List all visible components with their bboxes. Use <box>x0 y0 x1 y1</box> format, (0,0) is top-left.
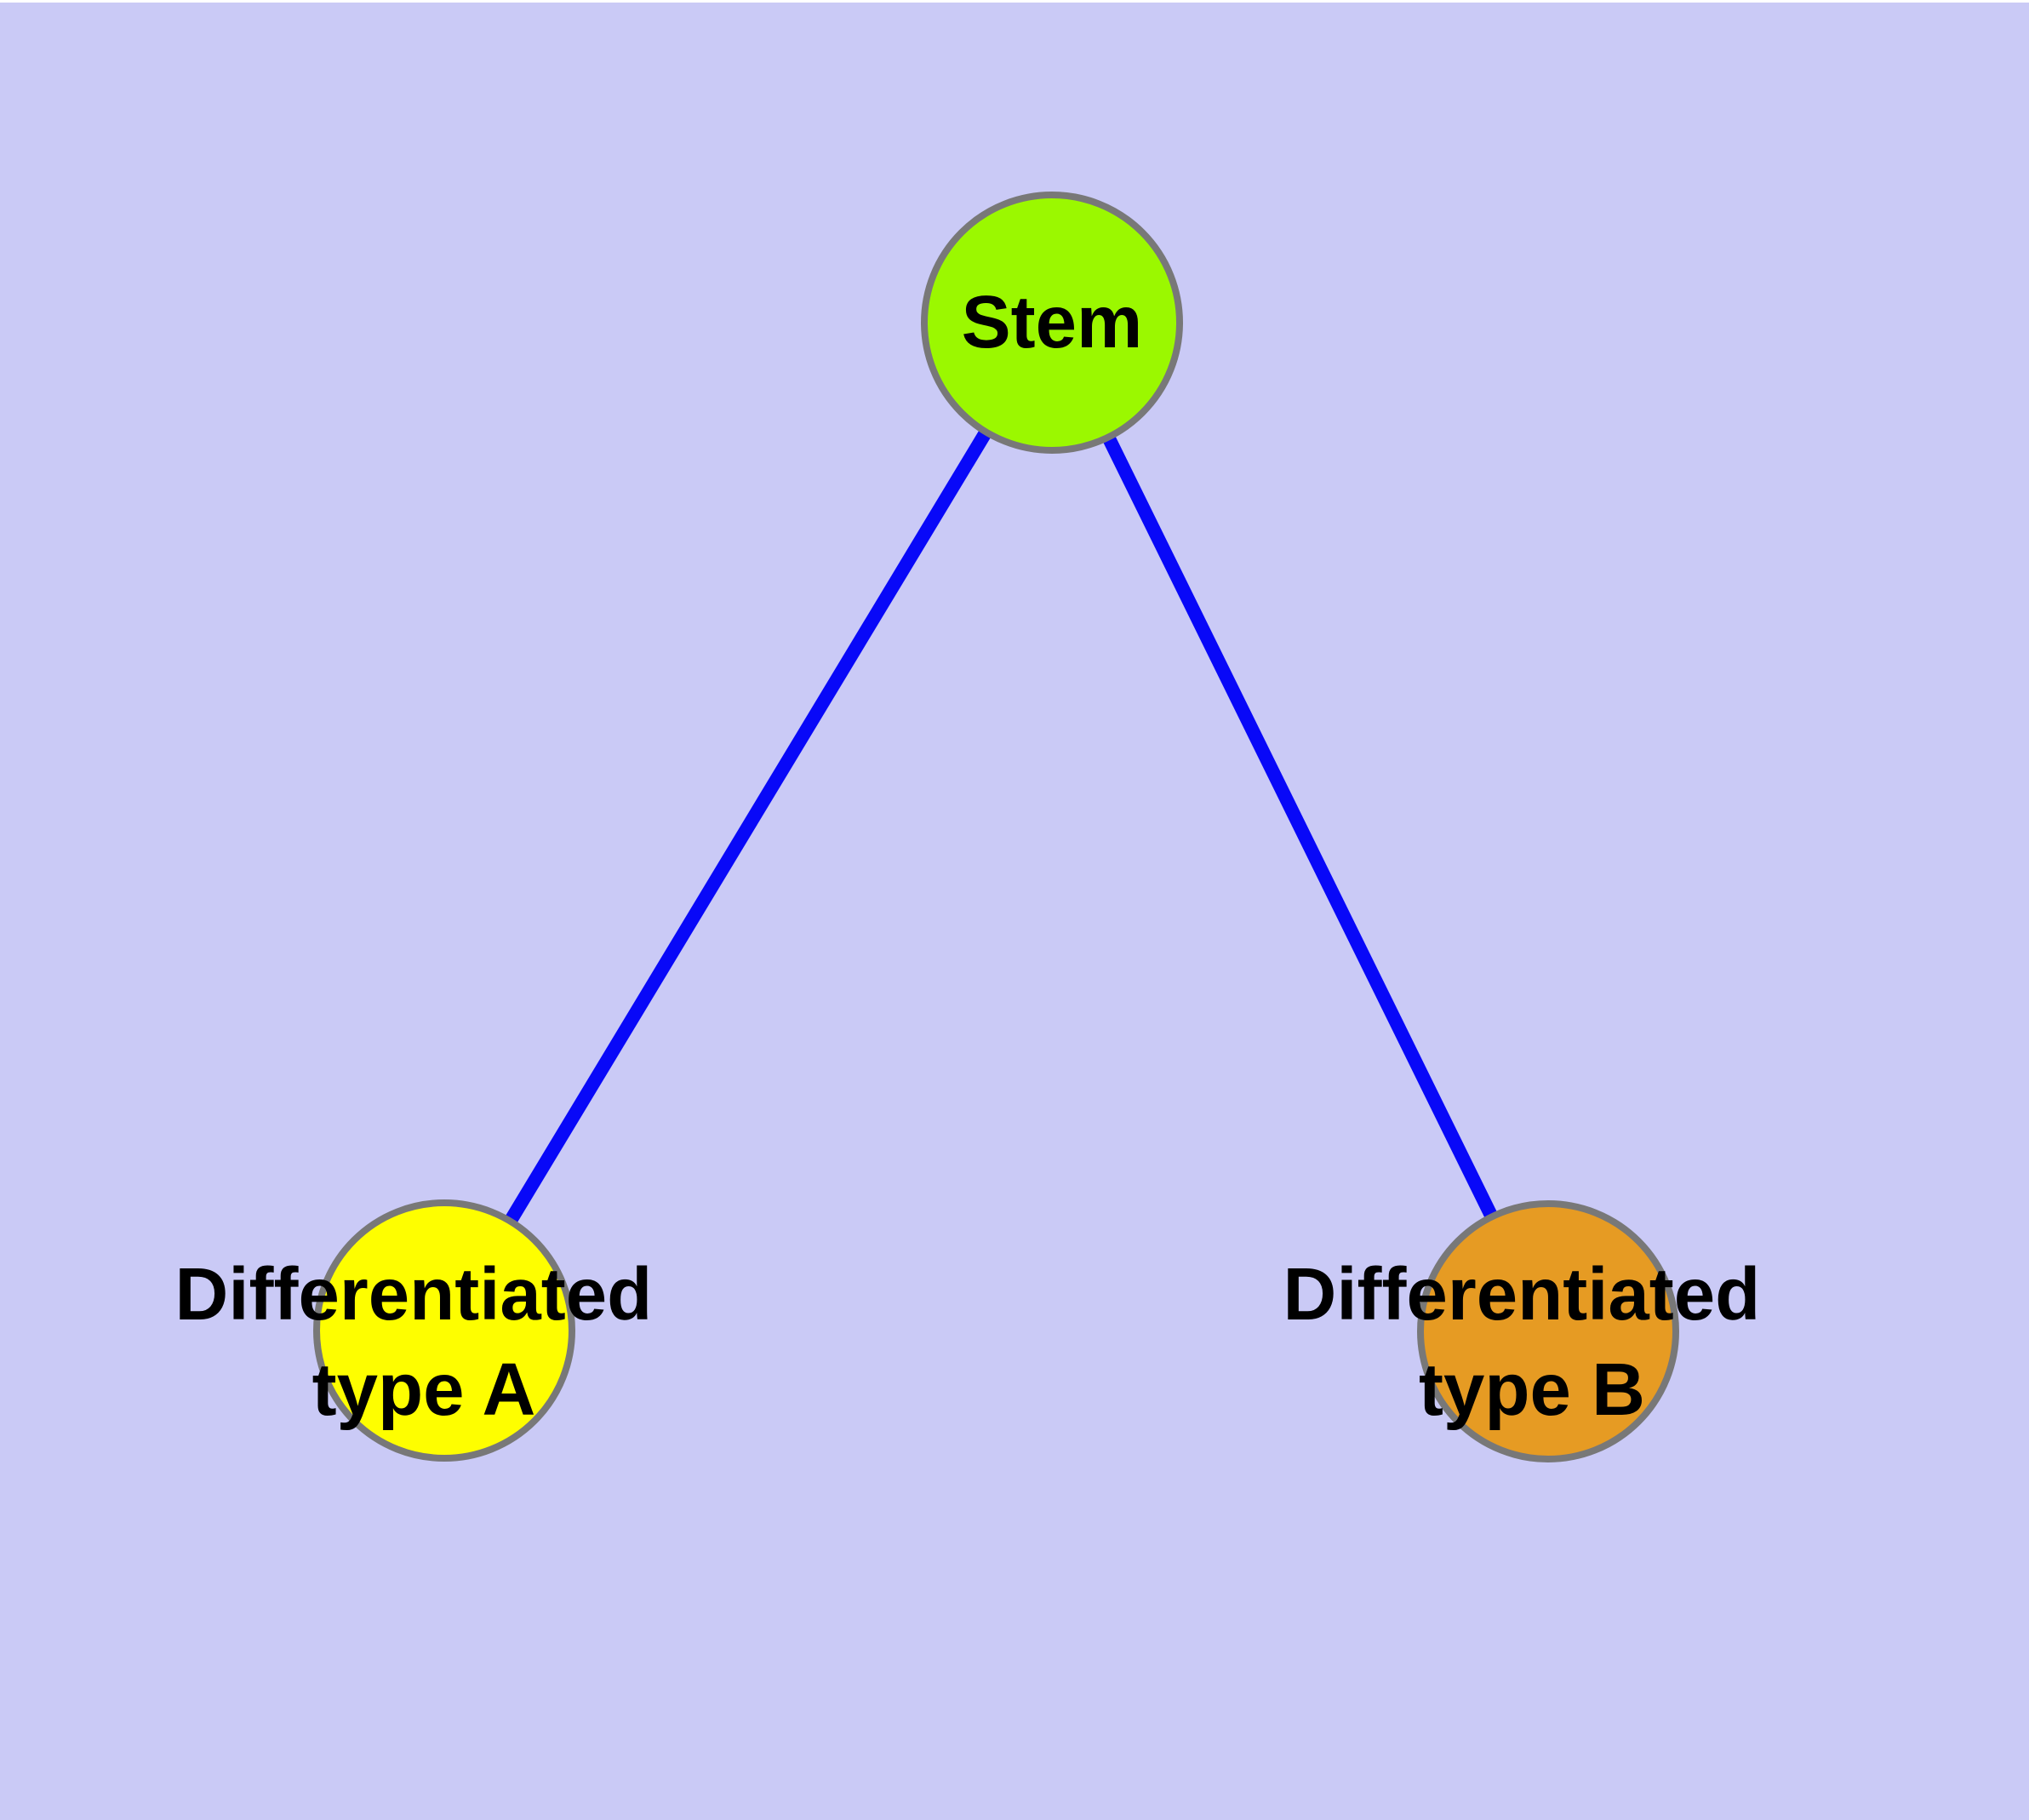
edge-stem-to-type-b <box>1045 319 1555 1335</box>
node-type-a-label-line2: type A <box>312 1348 536 1431</box>
node-differentiated-type-b[interactable]: Differentiated type B <box>1283 1200 1781 1462</box>
node-stem-circle[interactable] <box>921 192 1183 454</box>
node-stem[interactable]: Stem <box>921 192 1183 454</box>
node-type-b-label-line2: type B <box>1419 1348 1645 1431</box>
node-stem-label: Stem <box>962 281 1143 363</box>
node-type-b-label-line1: Differentiated <box>1283 1253 1761 1336</box>
top-margin-strip <box>0 0 2029 3</box>
node-type-a-circle[interactable] <box>313 1199 575 1462</box>
node-type-a-label: Differentiated type A <box>175 1253 673 1431</box>
node-differentiated-type-a[interactable]: Differentiated type A <box>175 1199 673 1462</box>
node-type-b-circle[interactable] <box>1417 1200 1679 1462</box>
edge-stem-to-type-a <box>438 318 1058 1335</box>
node-type-a-label-line1: Differentiated <box>175 1253 653 1336</box>
node-type-b-label: Differentiated type B <box>1283 1253 1781 1431</box>
